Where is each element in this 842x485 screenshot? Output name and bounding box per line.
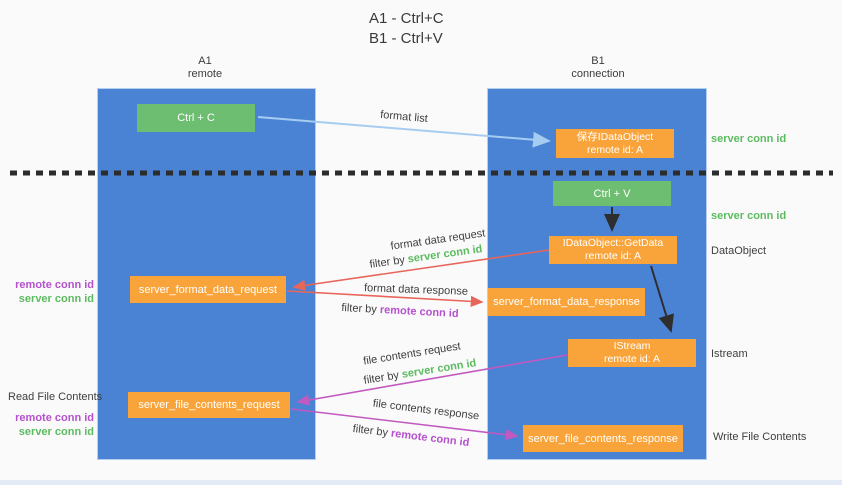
lane-a-name: remote	[187, 68, 223, 80]
ctrl-c-node: Ctrl + C	[137, 104, 255, 132]
format-request-label: server_format_data_request	[138, 283, 278, 296]
server-conn-id-right-2: server conn id	[711, 210, 787, 222]
lane-a-id: A1	[198, 55, 212, 67]
file-response-label: server_file_contents_response	[528, 432, 678, 445]
lane-b-header: B1 connection	[538, 55, 658, 81]
filter-by-text: filter by	[341, 301, 378, 316]
format-request-node: server_format_data_request	[130, 276, 286, 303]
getdata-line1: IDataObject::GetData	[562, 237, 664, 249]
file-request-label: server_file_contents_request	[138, 399, 280, 411]
getdata-node: IDataObject::GetData remote id: A	[549, 236, 677, 264]
ctrl-v-label: Ctrl + V	[593, 187, 631, 200]
read-file-contents-label: Read File Contents	[8, 391, 103, 403]
dataobject-label: DataObject	[711, 245, 767, 257]
file-contents-response-label: file contents response	[372, 397, 480, 423]
remote-conn-id-label: remote conn id	[15, 279, 94, 291]
server-conn-id-text: server conn id	[400, 357, 478, 381]
remote-conn-id-label: remote conn id	[15, 412, 94, 424]
istream-line2: remote id: A	[603, 353, 661, 365]
filter-by-remote-conn-id-label-1: filter by remote conn id	[330, 301, 470, 320]
format-list-label: format list	[379, 108, 429, 126]
title-line-2: B1 - Ctrl+V	[369, 30, 443, 47]
filter-by-text: filter by	[368, 254, 406, 271]
lane-b-id: B1	[591, 55, 605, 67]
format-data-response-label: format data response	[363, 282, 469, 298]
filter-by-text: filter by	[352, 422, 389, 440]
file-request-node: server_file_contents_request	[128, 392, 290, 418]
save-dataobject-line2: remote id: A	[586, 143, 644, 156]
left-conn-ids-format: remote conn id server conn id	[8, 278, 94, 306]
left-conn-ids-file: remote conn id server conn id	[8, 411, 94, 439]
remote-conn-id-text: remote conn id	[390, 427, 470, 450]
getdata-line2: remote id: A	[584, 250, 642, 262]
ctrl-c-label: Ctrl + C	[177, 112, 215, 124]
lane-b-name: connection	[571, 68, 625, 80]
format-response-label: server_format_data_response	[493, 296, 640, 308]
remote-conn-id-text: remote conn id	[379, 303, 459, 321]
file-response-node: server_file_contents_response	[523, 425, 683, 452]
lane-a-header: A1 remote	[145, 55, 265, 81]
istream-line1: IStream	[613, 340, 651, 352]
istream-right-label: Istream	[711, 348, 748, 360]
server-conn-id-label: server conn id	[18, 426, 94, 438]
save-dataobject-line1: 保存IDataObject	[576, 130, 654, 143]
save-dataobject-node: 保存IDataObject remote id: A	[556, 129, 674, 158]
write-file-contents-label: Write File Contents	[713, 431, 807, 443]
server-conn-id-right-1: server conn id	[711, 133, 787, 145]
server-conn-id-label: server conn id	[18, 293, 94, 305]
filter-by-remote-conn-id-label-2: filter by remote conn id	[341, 422, 481, 451]
format-response-node: server_format_data_response	[488, 288, 645, 316]
filter-by-text: filter by	[362, 369, 400, 387]
istream-node: IStream remote id: A	[568, 339, 696, 367]
window-bottom-edge	[0, 480, 842, 485]
ctrl-v-node: Ctrl + V	[553, 181, 671, 206]
diagram-title: A1 - Ctrl+C B1 - Ctrl+V	[369, 9, 444, 49]
title-line-1: A1 - Ctrl+C	[369, 10, 444, 27]
